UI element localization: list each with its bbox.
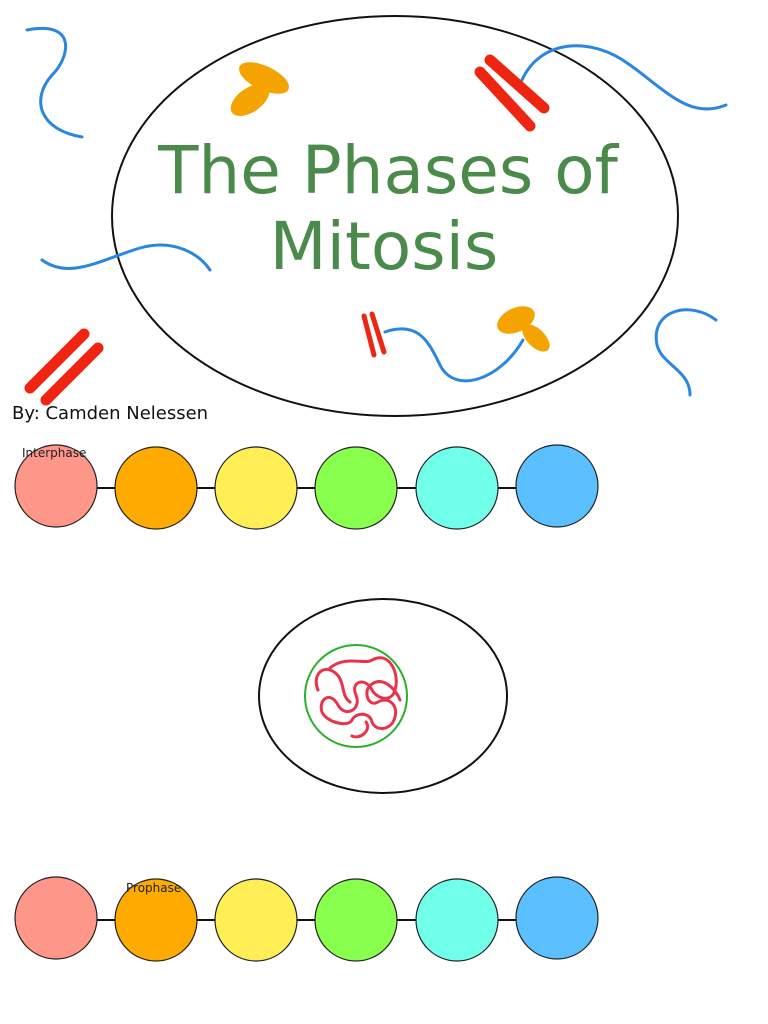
timeline-prophase: [14, 876, 599, 962]
chromosome-top-right: [474, 54, 550, 132]
timeline-circle-3[interactable]: [214, 878, 298, 962]
spindle-fiber-1: [25, 26, 84, 139]
centrosome-top: [230, 62, 289, 116]
timeline-circle-3[interactable]: [214, 446, 298, 530]
cover-cell-outline: [111, 15, 679, 417]
spindle-fiber-5: [654, 308, 718, 397]
timeline-circle-6[interactable]: [515, 444, 599, 528]
timeline-interphase: [14, 444, 599, 530]
centrosome-bottom: [497, 306, 550, 352]
timeline-circle-4[interactable]: [314, 878, 398, 962]
nucleus-outline: [304, 644, 408, 748]
timeline-circle-2[interactable]: [114, 878, 198, 962]
label-interphase: Interphase: [22, 446, 87, 460]
timeline-circle-5[interactable]: [415, 878, 499, 962]
timeline-circle-1[interactable]: [14, 444, 98, 528]
timeline-circle-1[interactable]: [14, 876, 98, 960]
spindle-fiber-2: [40, 243, 212, 272]
label-prophase: Prophase: [126, 881, 182, 895]
chromosome-bottom-left: [24, 328, 104, 406]
timeline-circle-4[interactable]: [314, 446, 398, 530]
interphase-cell-outline: [258, 598, 508, 794]
title-line-1: The Phases of: [158, 132, 618, 209]
spindle-fiber-4: [383, 327, 525, 383]
author-credit: By: Camden Nelessen: [12, 403, 209, 424]
title-line-2: Mitosis: [269, 208, 499, 285]
spindle-fiber-3: [520, 44, 728, 111]
timeline-circle-2[interactable]: [114, 446, 198, 530]
chromatin-scribble: [314, 656, 402, 739]
timeline-circle-5[interactable]: [415, 446, 499, 530]
chromosome-small: [361, 311, 387, 358]
timeline-circle-6[interactable]: [515, 876, 599, 960]
